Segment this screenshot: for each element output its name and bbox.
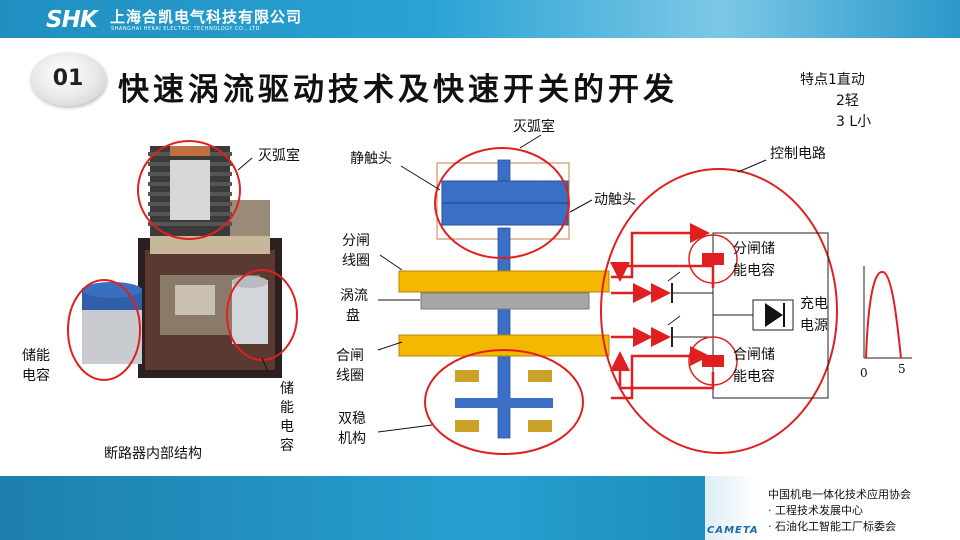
bistable-label-1: 双稳 [338, 411, 366, 427]
photo-caption: 断路器内部结构 [104, 446, 202, 462]
footer-org-line-2: · 工程技术发展中心 [768, 504, 863, 517]
cameta-logo-text: CAMETA [707, 525, 759, 536]
footer-org-line-3: · 石油化工智能工厂标委会 [768, 520, 896, 533]
charge-supply-label-2: 电源 [800, 318, 828, 334]
close-coil-label-2: 线圈 [336, 368, 364, 384]
company-logo-mark: SHK [46, 7, 98, 33]
moving-contact-label: 动触头 [594, 192, 636, 208]
footer-org-text: 中国机电一体化技术应用协会 · 工程技术发展中心 · 石油化工智能工厂标委会 [768, 487, 911, 535]
feature-line-3: 3 L小 [836, 114, 872, 130]
open-capacitor-label-2: 能电容 [733, 263, 775, 279]
pulse-waveform [863, 266, 912, 359]
photo-capacitor-right-char-1: 储 [280, 381, 294, 397]
eddy-disk-label-1: 涡流 [340, 288, 368, 304]
section-number-badge: 01 [30, 52, 106, 106]
feature-line-1: 特点1直动 [800, 72, 865, 88]
schematic-drawing [377, 134, 838, 455]
photo-capacitor-right-label: 储 能 电 容 [280, 380, 294, 456]
bistable-label-2: 机构 [338, 431, 366, 447]
eddy-disk-label-2: 盘 [346, 308, 360, 324]
photo-capacitor-right-char-2: 能 [280, 400, 294, 416]
close-capacitor-label-1: 合闸储 [733, 347, 775, 363]
open-capacitor-label-1: 分闸储 [733, 241, 775, 257]
footer-org-panel [705, 476, 960, 540]
features-list: 特点1直动 2轻 3 L小 [800, 70, 871, 133]
photo-capacitor-right-char-3: 电 [280, 419, 294, 435]
section-number: 01 [52, 66, 84, 91]
close-capacitor-label-2: 能电容 [733, 369, 775, 385]
control-circuit-label: 控制电路 [770, 146, 826, 162]
slide-title: 快速涡流驱动技术及快速开关的开发 [118, 72, 678, 108]
static-contact-label: 静触头 [350, 151, 392, 167]
feature-line-2: 2轻 [836, 93, 859, 109]
photo-arc-chamber-label: 灭弧室 [258, 148, 300, 164]
header-bar [0, 0, 960, 38]
pulse-axis-start: 0 [860, 366, 868, 380]
footer-org-line-1: 中国机电一体化技术应用协会 [768, 488, 911, 501]
pulse-axis-end: 5 [898, 362, 906, 376]
open-coil-label-2: 线圈 [342, 253, 370, 269]
company-name-cn: 上海合凯电气科技有限公司 [110, 8, 303, 26]
company-name-en: SHANGHAI HEKAI ELECTRIC TECHNOLOGY CO., … [111, 26, 263, 32]
photo-capacitor-right-char-4: 容 [280, 438, 294, 454]
open-coil-label-1: 分闸 [342, 233, 370, 249]
schematic-arc-chamber-label: 灭弧室 [513, 119, 555, 135]
close-coil-label-1: 合闸 [336, 348, 364, 364]
photo-capacitor-left-label-2: 电容 [22, 368, 50, 384]
charge-supply-label-1: 充电 [800, 296, 828, 312]
photo-capacitor-left-label-1: 储能 [22, 348, 50, 364]
breaker-photo [67, 140, 298, 381]
